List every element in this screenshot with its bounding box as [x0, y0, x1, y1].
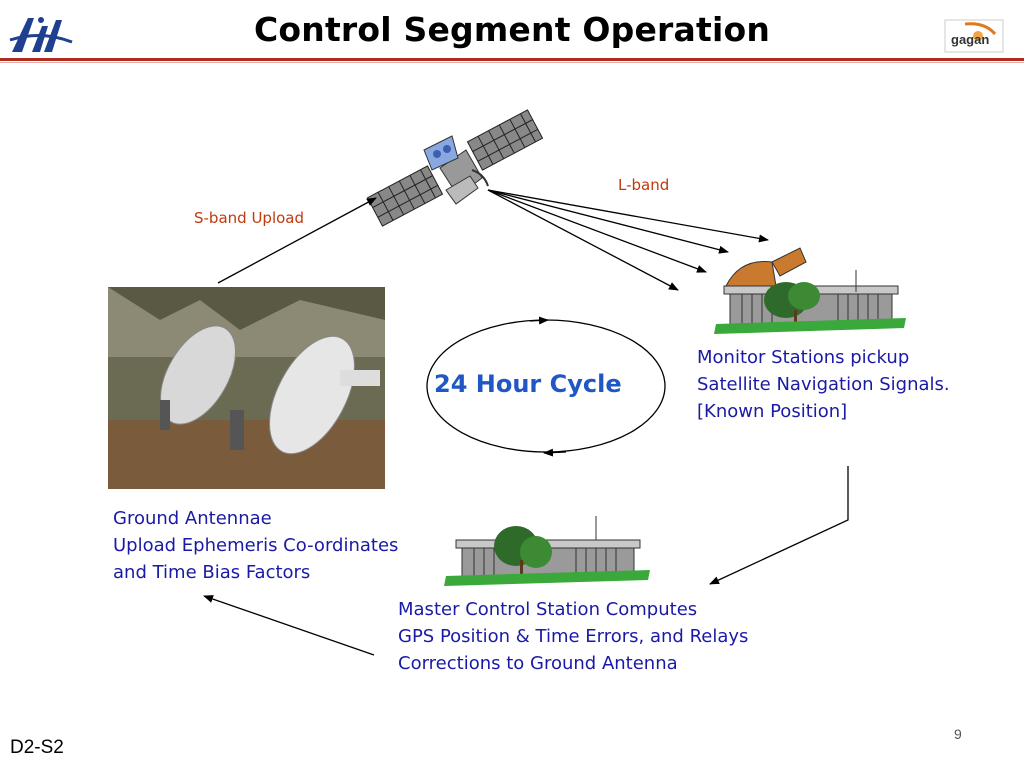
master-to-ground-arrow [203, 595, 375, 656]
master-line-1: Master Control Station Computes [398, 599, 698, 620]
monitor-line-1: Monitor Stations pickup [697, 347, 910, 368]
master-control-text: Master Control Station Computes GPS Posi… [398, 596, 748, 677]
slide-title: Control Segment Operation [253, 10, 771, 49]
l-band-arrow-4 [487, 189, 679, 291]
monitor-to-master-arrow [709, 466, 849, 585]
s-band-label: S-band Upload [194, 209, 305, 227]
l-band-label: L-band [618, 176, 670, 194]
ground-line-1: Ground Antennae [113, 508, 272, 529]
gagan-logo-text: gagan [951, 32, 989, 47]
ground-antennae-photo [108, 287, 385, 489]
monitor-line-3: [Known Position] [697, 401, 848, 422]
master-line-2: GPS Position & Time Errors, and Relays [398, 626, 749, 647]
gagan-logo: gagan [944, 19, 1004, 53]
ground-antennae-text: Ground Antennae Upload Ephemeris Co-ordi… [113, 505, 398, 586]
ground-line-2: Upload Ephemeris Co-ordinates [113, 535, 399, 556]
l-band-arrow-1 [487, 189, 769, 243]
title-rule [0, 58, 1024, 61]
monitor-line-2: Satellite Navigation Signals. [697, 374, 950, 395]
slide-footer-code: D2-S2 [10, 737, 64, 758]
master-control-station-icon [444, 516, 650, 586]
title-rule-shadow [0, 62, 1024, 63]
ground-line-3: and Time Bias Factors [113, 562, 311, 583]
aai-logo [8, 12, 74, 56]
monitor-station-icon [714, 247, 906, 334]
cycle-arrow-top [529, 316, 549, 325]
monitor-stations-text: Monitor Stations pickup Satellite Naviga… [697, 344, 950, 425]
cycle-arrow-bottom [543, 448, 567, 457]
l-band-arrow-2 [487, 189, 729, 254]
page-number: 9 [954, 726, 962, 742]
l-band-arrow-3 [487, 189, 707, 273]
s-band-arrow [217, 197, 377, 284]
satellite-icon [366, 109, 544, 227]
master-line-3: Corrections to Ground Antenna [398, 653, 678, 674]
cycle-label: 24 Hour Cycle [434, 370, 622, 398]
